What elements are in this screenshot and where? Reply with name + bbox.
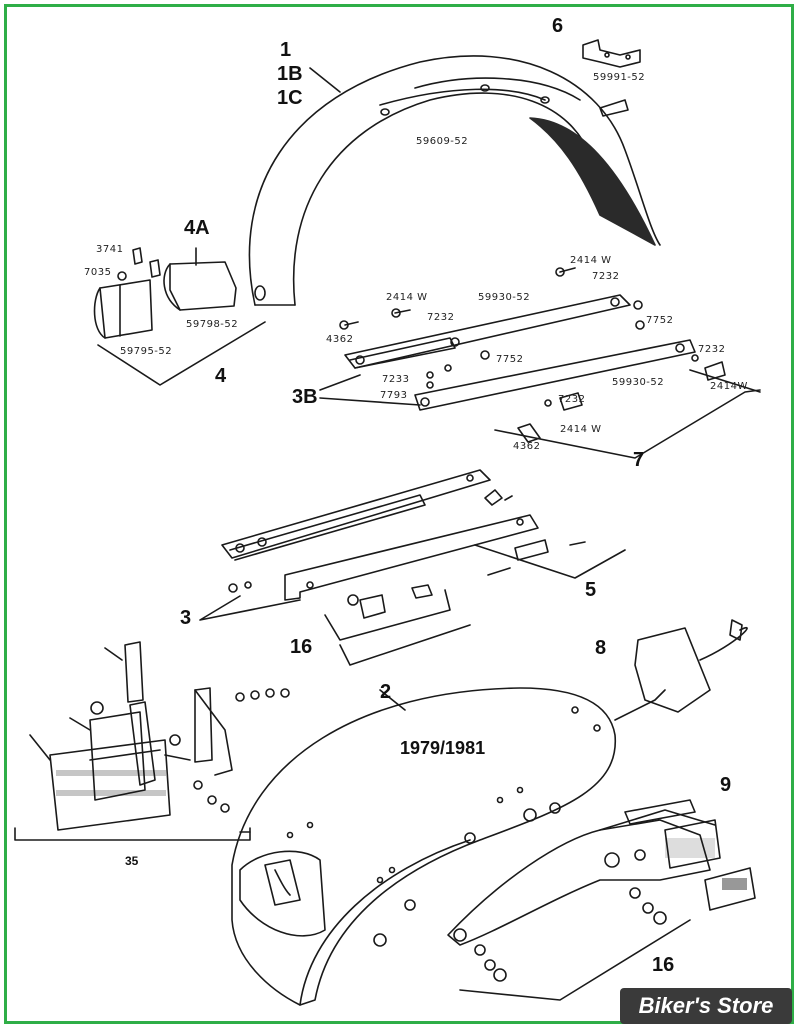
callout-3b: 3B xyxy=(292,386,318,408)
part-number: 59991-52 xyxy=(593,72,646,83)
part-number: 7232 xyxy=(698,344,726,355)
fender-top xyxy=(248,55,661,306)
callout-1: 1 xyxy=(280,39,292,61)
callout-7: 7 xyxy=(633,449,645,471)
part-number: 7035 xyxy=(84,267,112,278)
callout-5: 5 xyxy=(585,579,597,601)
bracket-6 xyxy=(582,39,641,117)
part-number: 2414 W xyxy=(560,424,602,435)
strut-assembly-9 xyxy=(373,689,756,1001)
bikers-store-watermark: Biker's Store xyxy=(620,988,792,1024)
part-number: 4362 xyxy=(326,334,354,345)
part-number: 2414 W xyxy=(570,255,612,266)
part-number: 7233 xyxy=(382,374,410,385)
callout-35: 35 xyxy=(125,854,139,868)
part-number: 59609-52 xyxy=(416,136,469,147)
part-number: 2414W xyxy=(710,381,748,392)
license-bracket-35 xyxy=(14,641,290,841)
part-number: 7232 xyxy=(558,394,586,405)
part-number: 59930-52 xyxy=(612,377,665,388)
part-number: 59795-52 xyxy=(120,346,173,357)
part-number: 7793 xyxy=(380,390,408,401)
strut-assembly-7 xyxy=(319,267,761,459)
part-number: 7752 xyxy=(646,315,674,326)
callout-8: 8 xyxy=(595,637,607,659)
callout-6: 6 xyxy=(552,15,564,37)
part-number: 2414 W xyxy=(386,292,428,303)
green-frame xyxy=(4,4,794,1024)
fender-shadow xyxy=(529,117,656,246)
year-label: 1979/1981 xyxy=(400,738,486,758)
callout-1c: 1C xyxy=(277,87,303,109)
callout-4: 4 xyxy=(215,365,227,387)
part-number: 7232 xyxy=(427,312,455,323)
callout-16-upper: 16 xyxy=(290,636,313,658)
part-number: 3741 xyxy=(96,244,124,255)
callout-16-lower: 16 xyxy=(652,954,675,976)
fender-bottom xyxy=(231,687,616,1006)
part-number: 59798-52 xyxy=(186,319,239,330)
callout-1b: 1B xyxy=(277,63,303,85)
part-number: 7232 xyxy=(592,271,620,282)
callout-9: 9 xyxy=(720,774,732,796)
part-number: 7752 xyxy=(496,354,524,365)
part-number: 4362 xyxy=(513,441,541,452)
callout-3: 3 xyxy=(180,607,192,629)
callout-2: 2 xyxy=(380,681,392,703)
callout-4a: 4A xyxy=(184,217,210,239)
taillight-8 xyxy=(634,619,748,713)
strut-assembly-5 xyxy=(199,469,626,666)
part-number: 59930-52 xyxy=(478,292,531,303)
cover-assembly-4 xyxy=(93,247,266,386)
